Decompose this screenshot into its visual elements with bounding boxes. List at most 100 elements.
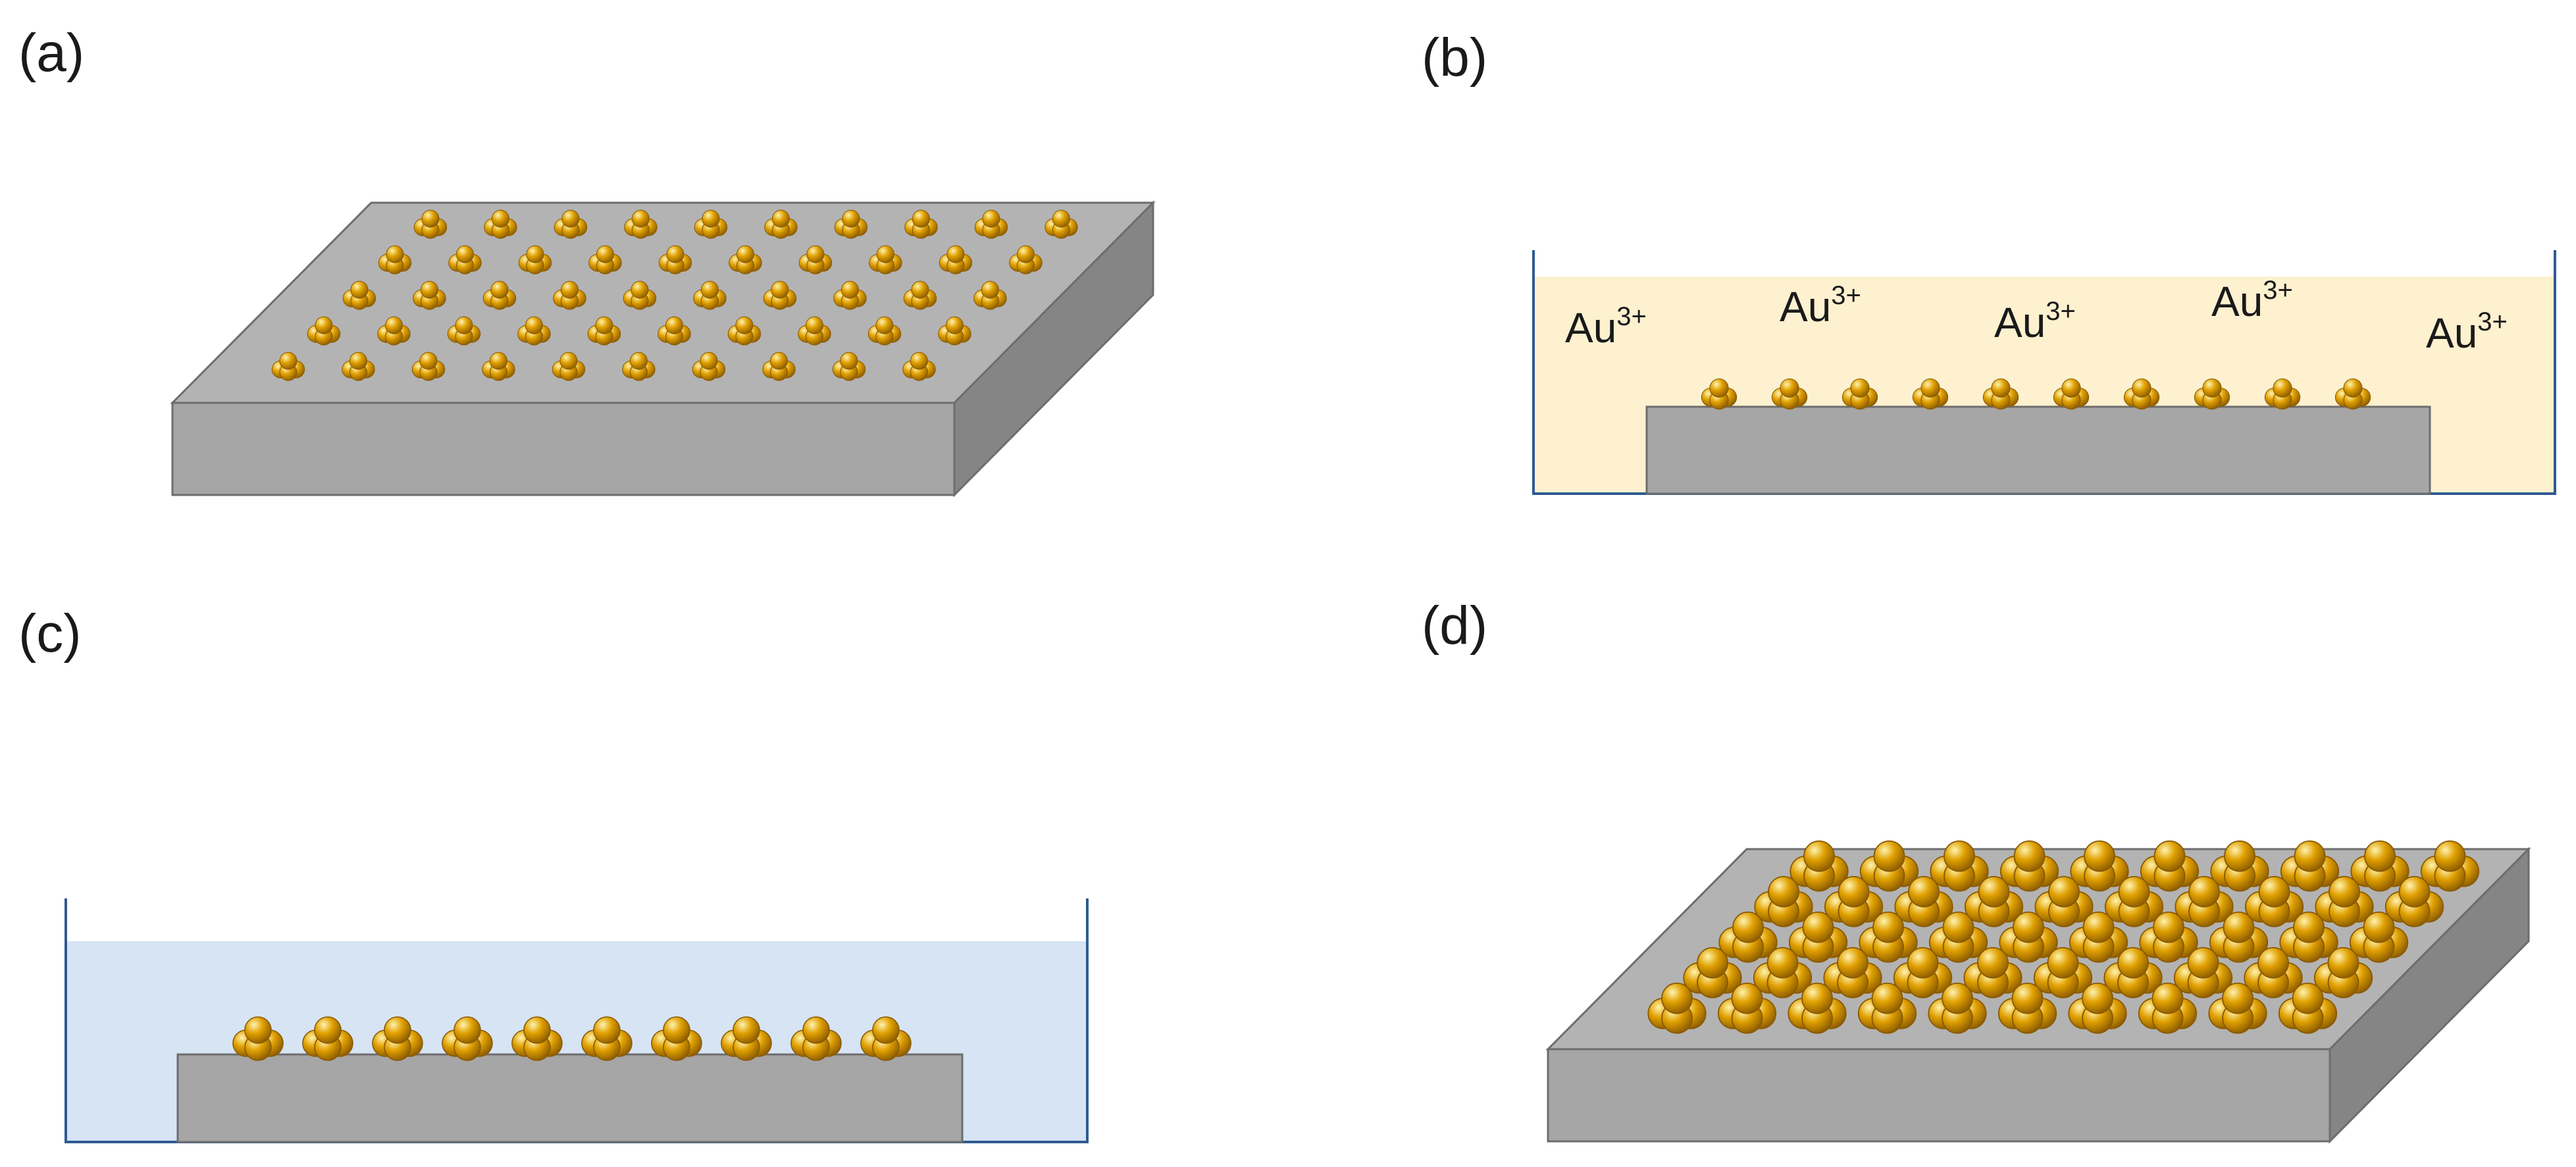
gold-sphere xyxy=(384,316,403,334)
gold-cluster xyxy=(651,1016,702,1061)
gold-sphere xyxy=(349,351,368,370)
gold-cluster xyxy=(307,316,341,346)
gold-cluster xyxy=(2280,840,2340,892)
gold-sphere xyxy=(2293,911,2325,943)
gold-sphere xyxy=(2084,840,2115,872)
gold-cluster xyxy=(517,316,551,346)
gold-sphere xyxy=(629,351,648,370)
gold-cluster xyxy=(2279,911,2338,963)
gold-sphere xyxy=(842,209,860,228)
gold-cluster xyxy=(2104,875,2164,927)
gold-sphere xyxy=(2188,875,2220,908)
gold-sphere xyxy=(559,351,578,370)
gold-cluster xyxy=(904,209,938,239)
gold-cluster xyxy=(869,245,902,274)
gold-cluster xyxy=(482,280,517,310)
gold-cluster xyxy=(2123,378,2160,410)
gold-sphere xyxy=(350,280,369,299)
substrate-front-face xyxy=(171,402,956,496)
gold-sphere xyxy=(735,316,754,334)
gold-cluster xyxy=(1823,947,1882,998)
gold-cluster xyxy=(692,351,726,381)
gold-cluster xyxy=(832,351,866,381)
gold-sphere xyxy=(2222,982,2254,1014)
gold-sphere xyxy=(631,280,649,299)
gold-cluster xyxy=(581,1016,632,1061)
gold-sphere xyxy=(1802,911,1834,943)
gold-sphere xyxy=(279,351,297,370)
gold-sphere xyxy=(1837,947,1868,979)
gold-cluster xyxy=(2053,378,2090,410)
gold-cluster xyxy=(727,316,761,346)
gold-sphere xyxy=(2082,982,2113,1014)
gold-cluster xyxy=(939,245,973,274)
gold-cluster xyxy=(694,209,728,239)
gold-cluster xyxy=(1701,378,1738,410)
gold-cluster xyxy=(973,280,1007,310)
substrate-slab-a xyxy=(170,200,1156,498)
panel-d xyxy=(1545,840,2531,1144)
panel-label-d: (d) xyxy=(1422,596,1487,656)
gold-cluster xyxy=(2209,911,2269,963)
gold-cluster xyxy=(902,351,936,381)
gold-cluster xyxy=(938,316,971,346)
gold-cluster xyxy=(1788,911,1848,963)
gold-cluster xyxy=(2068,982,2127,1034)
gold-cluster xyxy=(511,1016,563,1061)
gold-cluster xyxy=(1894,875,1953,927)
gold-sphere xyxy=(1803,840,1835,872)
gold-cluster xyxy=(554,209,588,239)
gold-cluster xyxy=(271,351,305,381)
substrate-c xyxy=(176,1053,964,1143)
gold-cluster-row-c xyxy=(232,1016,912,1061)
gold-cluster xyxy=(833,280,867,310)
gold-sphere xyxy=(419,351,438,370)
gold-sphere xyxy=(1942,911,1974,943)
gold-sphere xyxy=(1766,947,1799,979)
gold-cluster xyxy=(1717,982,1777,1034)
gold-sphere xyxy=(700,280,719,299)
gold-sphere xyxy=(560,280,579,299)
gold-sphere xyxy=(1732,911,1764,943)
gold-cluster xyxy=(232,1016,284,1061)
gold-sphere xyxy=(2343,378,2363,398)
gold-cluster xyxy=(2334,378,2371,410)
gold-sphere xyxy=(315,316,333,334)
gold-cluster xyxy=(2350,840,2409,892)
gold-cluster xyxy=(413,280,446,310)
gold-cluster xyxy=(1647,982,1707,1034)
gold-sphere xyxy=(2153,911,2184,943)
gold-cluster xyxy=(342,280,376,310)
gold-sphere xyxy=(314,1016,342,1044)
gold-cluster xyxy=(2208,982,2267,1034)
gold-cluster xyxy=(342,351,375,381)
gold-cluster xyxy=(860,1016,912,1061)
gold-cluster-row-b xyxy=(1701,378,2371,410)
gold-cluster xyxy=(2420,840,2480,892)
gold-sphere xyxy=(2223,911,2255,943)
gold-sphere xyxy=(2132,378,2151,398)
gold-sphere xyxy=(840,280,860,299)
gold-cluster xyxy=(377,316,411,346)
panel-label-b: (b) xyxy=(1422,28,1487,88)
gold-cluster xyxy=(2103,947,2163,998)
gold-cluster xyxy=(693,280,727,310)
gold-sphere xyxy=(631,209,650,228)
gold-sphere xyxy=(2153,840,2186,872)
gold-sphere xyxy=(2117,947,2149,979)
gold-sphere xyxy=(665,316,684,334)
gold-sphere xyxy=(1907,947,1939,979)
gold-sphere xyxy=(523,1016,551,1044)
gold-sphere xyxy=(2257,947,2289,979)
gold-sphere xyxy=(1731,982,1763,1014)
gold-cluster xyxy=(2175,875,2234,927)
gold-cluster xyxy=(1771,378,1808,410)
gold-sphere xyxy=(455,245,475,263)
gold-cluster xyxy=(2034,875,2094,927)
gold-cluster xyxy=(798,245,833,274)
gold-sphere xyxy=(1801,982,1833,1014)
gold-cluster xyxy=(552,351,586,381)
gold-cluster xyxy=(1753,947,1813,998)
gold-sphere xyxy=(420,280,439,299)
gold-sphere xyxy=(2151,982,2184,1014)
